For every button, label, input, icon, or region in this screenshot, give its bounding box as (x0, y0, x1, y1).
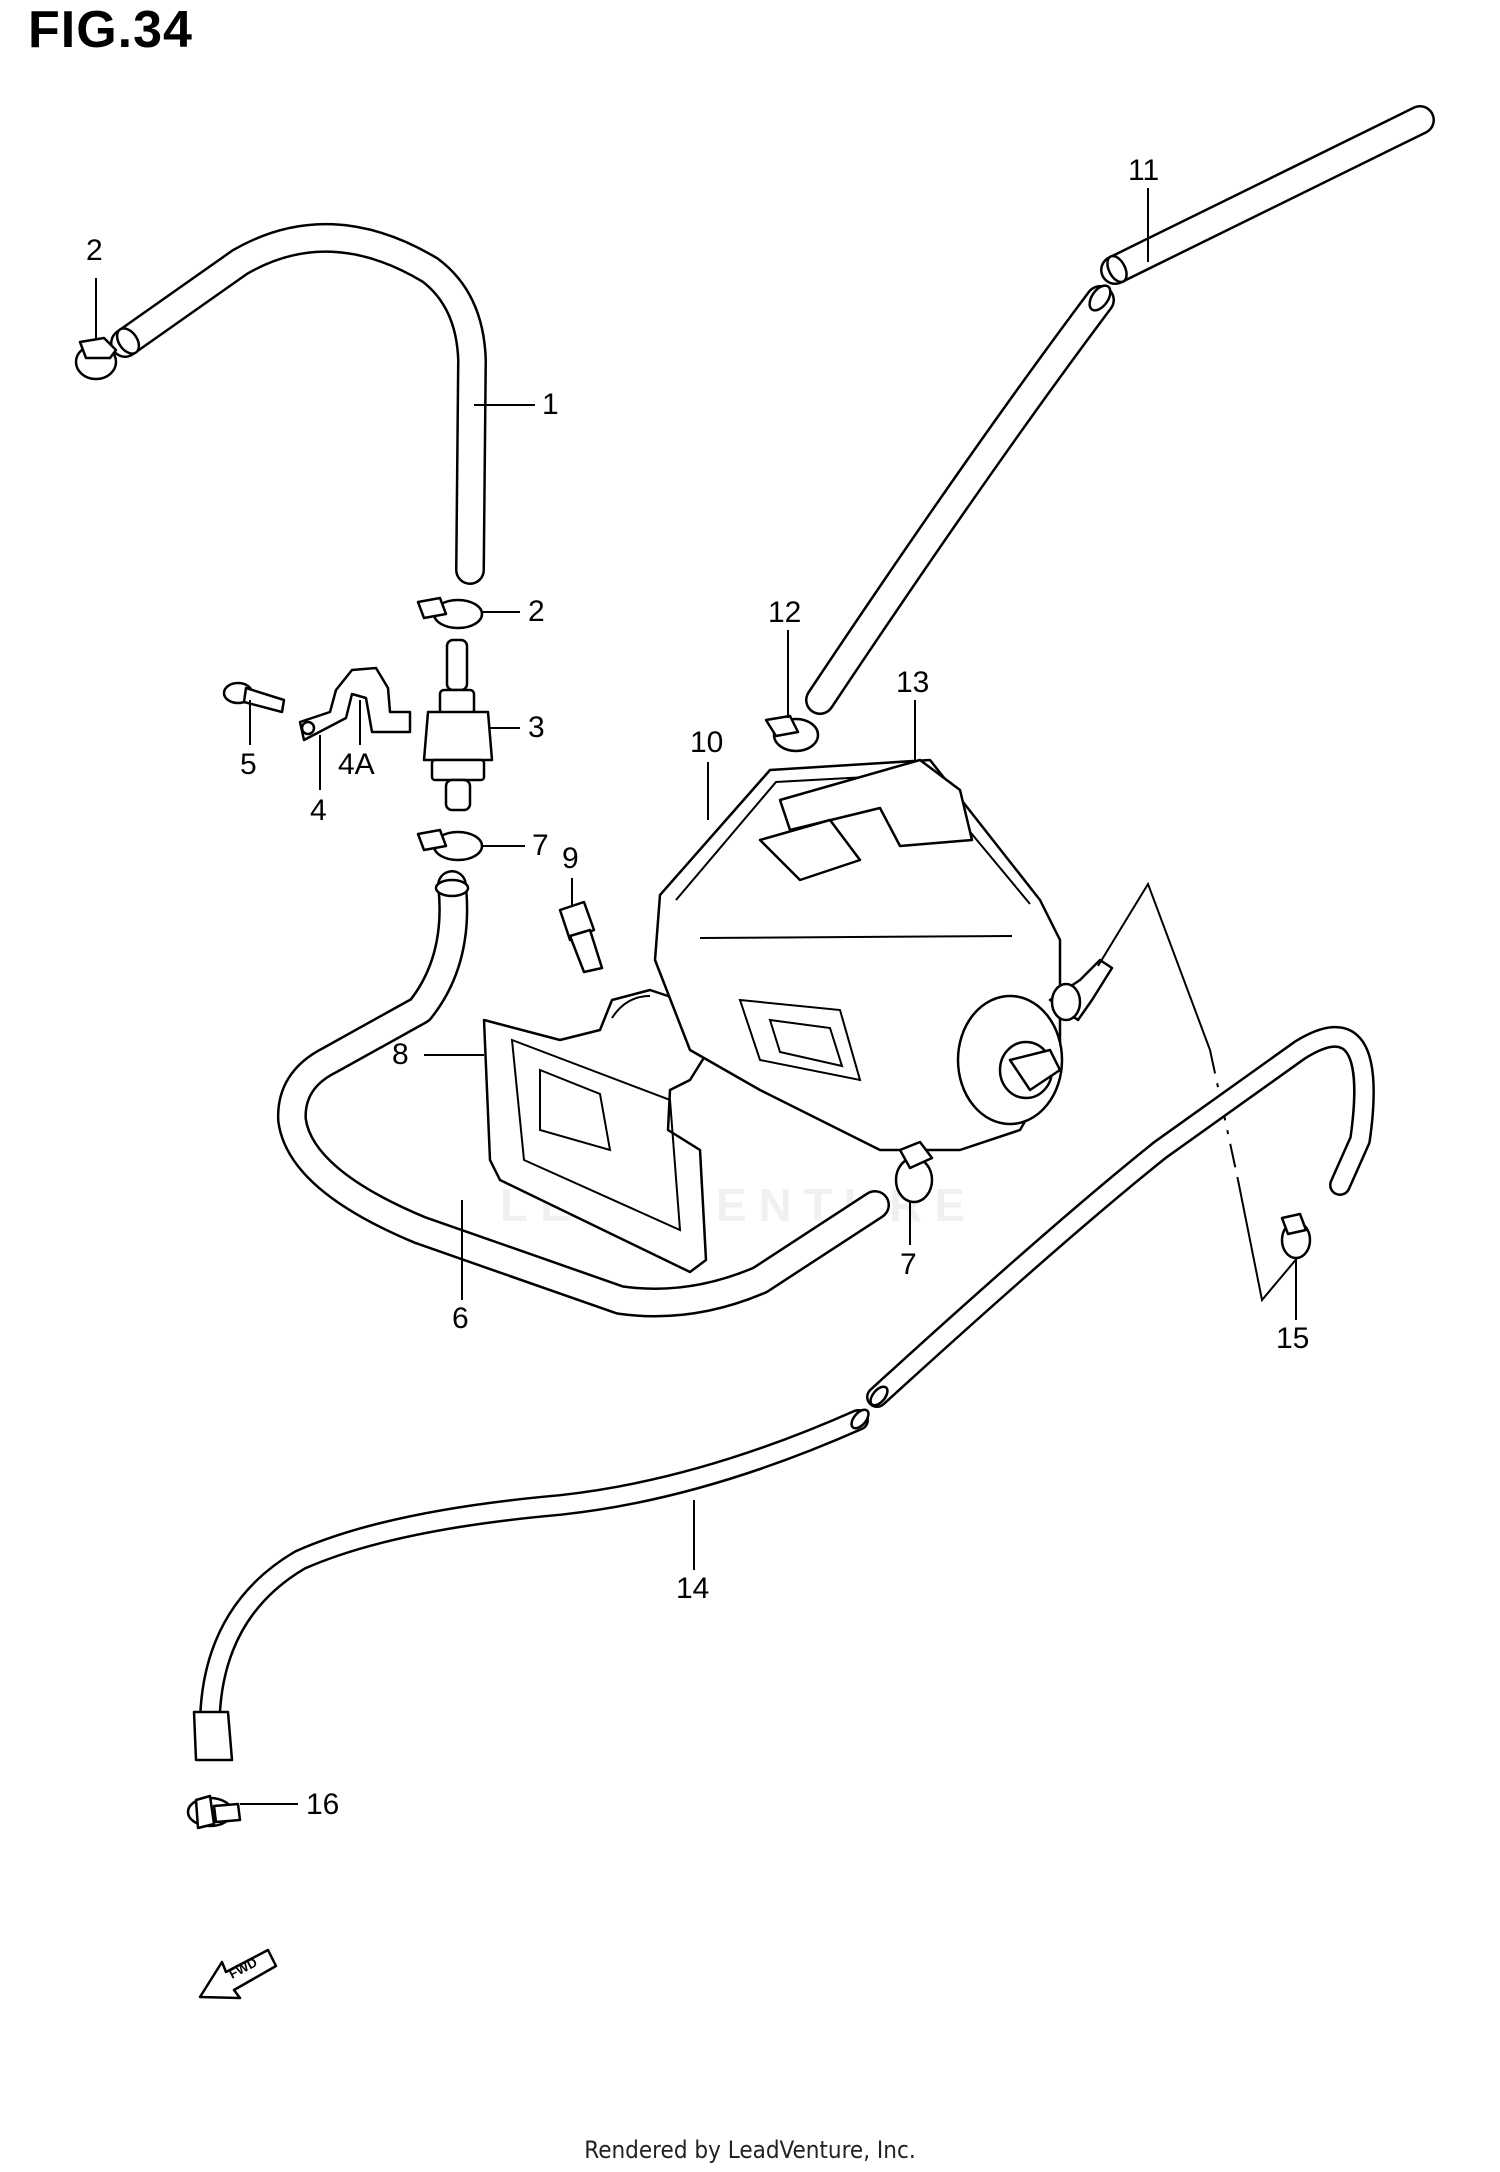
callout-12: 12 (768, 596, 801, 629)
clamp-15[interactable] (1280, 1212, 1312, 1260)
clamp-4[interactable] (298, 666, 412, 742)
callout-1: 1 (542, 388, 559, 421)
hose-6[interactable] (276, 870, 890, 1318)
canister-strap-13[interactable] (758, 758, 974, 882)
callout-9: 9 (562, 842, 579, 875)
callout-16: 16 (306, 1788, 339, 1821)
hose-11[interactable] (805, 105, 1435, 715)
callout-15: 15 (1276, 1322, 1309, 1355)
callout-6: 6 (452, 1302, 469, 1335)
callout-11: 11 (1128, 154, 1159, 187)
callout-14: 14 (676, 1572, 709, 1605)
footer-credit: Rendered by LeadVenture, Inc. (584, 2136, 916, 2164)
valve-3[interactable] (422, 638, 494, 812)
callout-10: 10 (690, 726, 723, 759)
clamp-2-upper[interactable] (74, 278, 118, 381)
callout-labels: 1 2 2 3 4 4A 5 6 7 7 8 9 10 11 12 13 14 … (86, 154, 1309, 1821)
callout-8: 8 (392, 1038, 409, 1071)
canister-cap[interactable] (956, 958, 1114, 1126)
fwd-arrow-icon: FWD (198, 1948, 278, 2000)
bracket-8[interactable] (482, 974, 742, 1274)
callout-3: 3 (528, 711, 545, 744)
callout-4a: 4A (338, 748, 375, 781)
callout-4: 4 (310, 794, 327, 827)
callout-2-lower: 2 (528, 595, 545, 628)
bolt-9[interactable] (558, 900, 604, 974)
callout-7-lower: 7 (900, 1248, 917, 1281)
figure-title: FIG.34 (28, 1, 193, 59)
bolt-5[interactable] (222, 681, 286, 714)
clamp-2-lower[interactable] (416, 596, 484, 630)
hose-1[interactable] (110, 222, 487, 585)
leader-lines (240, 188, 1297, 1805)
leader-dashed (1097, 881, 1305, 1303)
callout-7-upper: 7 (532, 829, 549, 862)
callout-2-upper: 2 (86, 234, 103, 267)
clamp-16[interactable] (186, 1794, 242, 1830)
clamp-7-lower[interactable] (894, 1140, 934, 1204)
callout-13: 13 (896, 666, 929, 699)
hose-14[interactable] (192, 1025, 1375, 1762)
callout-5: 5 (240, 748, 257, 781)
clamp-12[interactable] (764, 714, 820, 753)
clamp-7-upper[interactable] (416, 828, 484, 862)
